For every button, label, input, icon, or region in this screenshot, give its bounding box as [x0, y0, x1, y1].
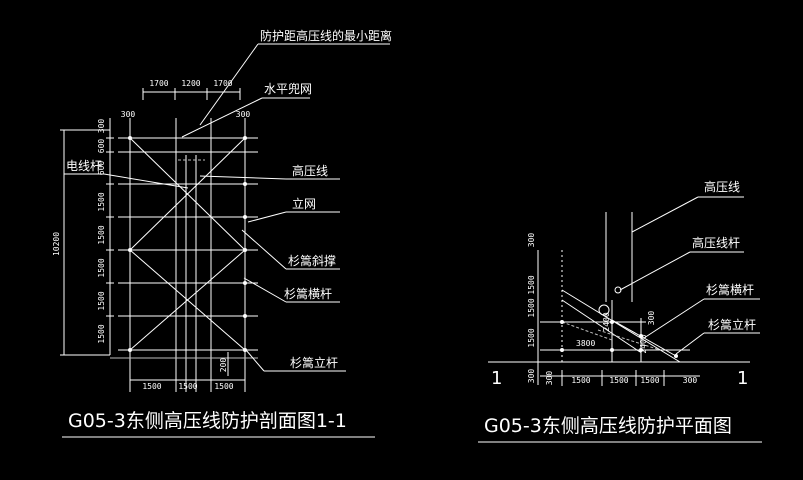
plan-bottom-dim-5: 300 — [683, 376, 698, 385]
plan-vert-dim-4: 1500 — [527, 328, 536, 347]
plan-inner-dim-300: 300 — [647, 311, 656, 326]
plan-vert-dim-3: 1500 — [527, 298, 536, 317]
label-brace: 杉篙斜撑 — [288, 253, 336, 268]
plan-label-upright: 杉篙立杆 — [708, 317, 756, 332]
bottom-dim-2: 1500 — [178, 382, 197, 391]
plan-label-hv-line: 高压线 — [704, 179, 740, 194]
plan-leaders — [619, 196, 760, 355]
section-view-scaffold — [110, 118, 258, 392]
vert-dim-2: 600 — [97, 139, 106, 154]
right-dim: 200 — [219, 358, 228, 373]
label-min-distance: 防护距高压线的最小距离 — [260, 28, 392, 43]
label-ledger: 杉篙横杆 — [284, 286, 332, 301]
section-bottom-dimensions: 1500 1500 1500 200 — [129, 352, 246, 392]
scaffold-brace — [129, 137, 246, 251]
vert-dim-6: 1500 — [97, 258, 106, 277]
plan-label-pole: 高压线杆 — [692, 235, 740, 250]
plan-label-ledger: 杉篙横杆 — [706, 282, 754, 297]
top-edge-dim-right: 300 — [236, 110, 251, 119]
vert-dim-4: 1500 — [97, 192, 106, 211]
vert-dim-5: 1500 — [97, 225, 106, 244]
vert-dim-7: 1500 — [97, 291, 106, 310]
vert-dim-1: 300 — [97, 119, 106, 134]
top-dim-2: 1200 — [181, 79, 200, 88]
vert-dim-3: 600 — [97, 161, 106, 176]
scaffold-brace — [129, 249, 246, 351]
label-safety-net: 水平兜网 — [264, 81, 312, 96]
label-upright: 杉篙立杆 — [290, 355, 338, 370]
total-height-dim: 10200 — [52, 232, 61, 256]
plan-bottom-dim-1: 300 — [545, 371, 554, 386]
plan-bottom-dim-4: 1500 — [640, 376, 659, 385]
section-mark-right: 1 — [737, 368, 748, 389]
label-vertical-net: 立网 — [292, 196, 316, 211]
vert-dim-8: 1500 — [97, 324, 106, 343]
top-edge-dim-left: 300 — [121, 110, 136, 119]
section-mark-left: 1 — [491, 368, 502, 389]
section-left-dimensions: 300 600 600 1500 1500 1500 1500 1500 102… — [52, 118, 114, 356]
plan-vert-dim-2: 1500 — [527, 275, 536, 294]
plan-bottom-dim-2: 1500 — [571, 376, 590, 385]
section-leaders — [64, 43, 390, 372]
plan-inner-dim-2400b: 2400 — [639, 334, 648, 353]
plan-vert-dim-5: 300 — [527, 369, 536, 384]
plan-view: 300 1500 1500 1500 300 3800 2400 2400 30… — [488, 212, 750, 389]
top-dim-3: 1700 — [213, 79, 232, 88]
plan-bottom-dim-3: 1500 — [609, 376, 628, 385]
section-title: G05-3东侧高压线防护剖面图1-1 — [68, 410, 347, 432]
top-dim-1: 1700 — [149, 79, 168, 88]
bottom-dim-3: 1500 — [214, 382, 233, 391]
bottom-dim-1: 1500 — [142, 382, 161, 391]
plan-inner-dim-2400a: 2400 — [602, 312, 611, 331]
plan-pole — [598, 304, 610, 316]
plan-vert-dim-1: 300 — [527, 233, 536, 248]
plan-title: G05-3东侧高压线防护平面图 — [484, 415, 732, 437]
label-pole: 电线杆 — [66, 159, 102, 173]
label-hv-line: 高压线 — [292, 163, 328, 178]
plan-inner-dim-3800: 3800 — [576, 339, 595, 348]
